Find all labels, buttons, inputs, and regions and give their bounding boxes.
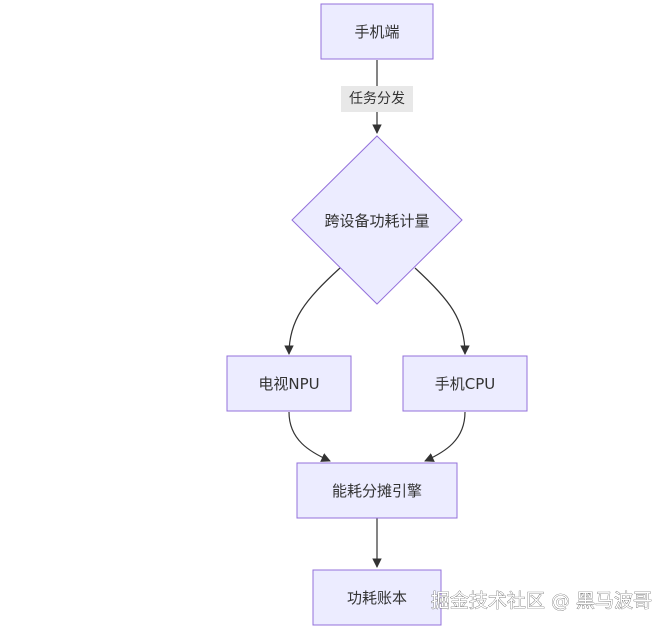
watermark: 掘金技术社区 @ 黑马波哥 xyxy=(431,590,652,612)
node-phone-cpu-box xyxy=(402,355,528,412)
node-engine-box xyxy=(296,462,458,519)
node-tv-npu-box xyxy=(226,355,352,412)
edge-diamond-to-tv-npu xyxy=(284,267,341,355)
node-ledger-label: 功耗账本 xyxy=(347,589,407,607)
node-phone: 手机端 xyxy=(320,3,434,60)
node-engine-label: 能耗分摊引擎 xyxy=(332,482,422,500)
node-tv-npu-label: 电视NPU xyxy=(258,375,319,393)
edge-label-background xyxy=(341,86,413,112)
node-phone-label: 手机端 xyxy=(354,23,399,41)
edges xyxy=(284,60,470,568)
node-phone-cpu: 手机CPU xyxy=(402,355,528,412)
node-tv-npu: 电视NPU xyxy=(226,355,352,412)
edge-label-task-dispatch: 任务分发 xyxy=(341,86,413,112)
edge-phone-cpu-to-engine xyxy=(424,411,466,462)
node-cross-device: 跨设备功耗计量 xyxy=(291,135,463,305)
node-engine: 能耗分摊引擎 xyxy=(296,462,458,519)
node-phone-box xyxy=(320,3,434,60)
node-ledger: 功耗账本 xyxy=(312,569,442,626)
edge-tv-npu-to-engine xyxy=(288,411,331,462)
node-phone-cpu-label: 手机CPU xyxy=(435,375,496,393)
edge-diamond-to-phone-cpu xyxy=(414,267,470,355)
node-cross-device-diamond xyxy=(291,135,463,305)
node-cross-device-label: 跨设备功耗计量 xyxy=(324,212,429,230)
edge-label-text: 任务分发 xyxy=(349,91,405,107)
node-ledger-box xyxy=(312,569,442,626)
